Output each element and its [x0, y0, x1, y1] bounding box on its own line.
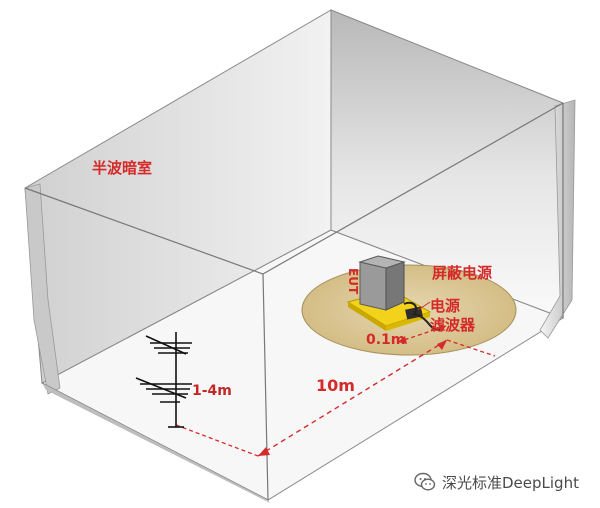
main-distance-label: 10m — [316, 376, 355, 395]
main-distance-line — [257, 339, 448, 457]
small-distance-arrow — [397, 325, 447, 343]
extension-line — [446, 339, 496, 357]
watermark-text: 深光标准DeepLight — [442, 473, 579, 492]
filter-leader — [417, 301, 431, 311]
wechat-icon — [414, 472, 436, 491]
eut-box-front — [359, 261, 387, 311]
antenna-height-label: 1-4m — [192, 383, 232, 399]
power-filter-label: 电源 滤波器 — [430, 297, 475, 335]
eut-box-side — [385, 261, 405, 311]
right-absorber — [539, 99, 576, 339]
front-top-edge — [262, 102, 564, 275]
small-distance-label: 0.1m — [366, 332, 406, 348]
antenna-base-line — [175, 424, 259, 457]
eut-label: EUT — [346, 268, 360, 295]
left-absorber — [24, 183, 61, 395]
eut-box-top — [358, 255, 406, 269]
front-floor-edge — [42, 383, 270, 503]
filter-label-line-2: 滤波器 — [430, 316, 476, 334]
filter-label-line-1: 电源 — [430, 297, 461, 315]
chamber-label: 半波暗室 — [92, 159, 153, 177]
filter-cable — [403, 301, 441, 331]
watermark: 深光标准DeepLight — [414, 471, 579, 493]
shielded-power-label: 屏蔽电源 — [432, 264, 493, 282]
log-periodic-antenna — [135, 332, 192, 428]
